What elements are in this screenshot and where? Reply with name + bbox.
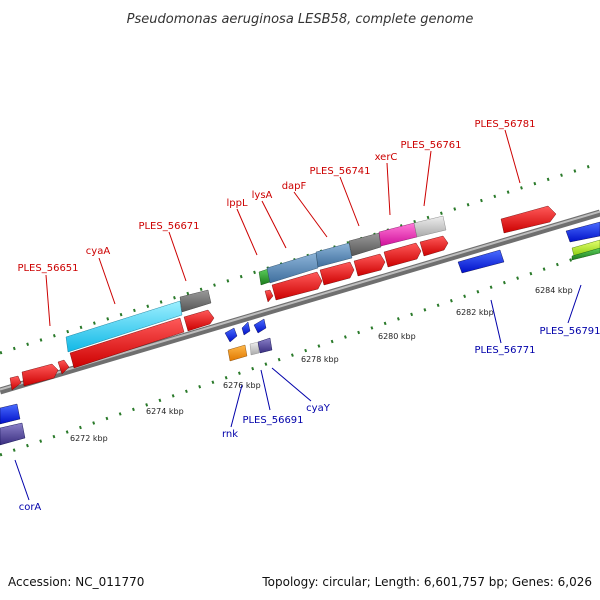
gene-red-long-6[interactable] <box>419 235 449 257</box>
gene-forward-small-3[interactable] <box>57 359 70 375</box>
tick-6280: 6280 kbp <box>378 332 416 341</box>
gene-cyaA[interactable] <box>65 300 183 353</box>
forward-genes <box>9 205 557 391</box>
label-PLES-56791[interactable]: PLES_56791 <box>539 326 600 337</box>
gene-blue-small-3[interactable] <box>253 318 267 334</box>
tick-6282: 6282 kbp <box>456 308 494 317</box>
label-PLES-56691[interactable]: PLES_56691 <box>242 415 303 426</box>
label-cyaY[interactable]: cyaY <box>306 403 331 414</box>
gene-cyaY[interactable] <box>257 337 273 354</box>
label-PLES-56761[interactable]: PLES_56761 <box>400 140 461 151</box>
tick-6278: 6278 kbp <box>301 355 339 364</box>
gene-red-long-5[interactable] <box>383 242 422 268</box>
gene-PLES-56791-lime[interactable] <box>571 239 600 257</box>
label-PLES-56671[interactable]: PLES_56671 <box>138 221 199 232</box>
label-rnk[interactable]: rnk <box>222 429 238 440</box>
label-cyaA[interactable]: cyaA <box>86 246 111 257</box>
reverse-leader-lines <box>14 284 582 501</box>
gene-corA-blue[interactable] <box>0 403 21 425</box>
label-xerC[interactable]: xerC <box>375 152 398 163</box>
tick-6284: 6284 kbp <box>535 286 573 295</box>
gene-PLES-56771[interactable] <box>457 249 505 274</box>
gene-PLES-56761[interactable] <box>413 215 447 238</box>
dotted-tracks <box>0 161 600 457</box>
label-PLES-56771[interactable]: PLES_56771 <box>474 345 535 356</box>
forward-gene-labels: PLES_56651 cyaA PLES_56671 lppL lysA dap… <box>17 119 535 274</box>
tick-6274: 6274 kbp <box>146 407 184 416</box>
gene-PLES-56781[interactable] <box>500 205 557 234</box>
gene-blue-small-2[interactable] <box>241 321 251 336</box>
label-lysA[interactable]: lysA <box>252 190 273 201</box>
gene-red-small-2[interactable] <box>264 289 274 303</box>
gene-rnk[interactable] <box>227 344 248 362</box>
gene-red-long-1[interactable] <box>69 317 185 369</box>
gene-dapF[interactable] <box>315 242 353 268</box>
gene-lysA[interactable] <box>266 252 319 284</box>
scale-ticks: 6272 kbp 6274 kbp 6276 kbp 6278 kbp 6280… <box>70 286 573 443</box>
map-title: Pseudomonas aeruginosa LESB58, complete … <box>127 12 474 27</box>
label-dapF[interactable]: dapF <box>282 181 307 192</box>
label-PLES-56781[interactable]: PLES_56781 <box>474 119 535 130</box>
label-corA[interactable]: corA <box>19 502 42 513</box>
label-PLES-56741[interactable]: PLES_56741 <box>309 166 370 177</box>
genome-backbone <box>0 209 600 395</box>
label-PLES-56651[interactable]: PLES_56651 <box>17 263 78 274</box>
gene-PLES-56741[interactable] <box>348 232 382 257</box>
gene-corA-navy[interactable] <box>0 422 26 446</box>
genome-summary: Topology: circular; Length: 6,601,757 bp… <box>261 575 592 589</box>
forward-leader-lines <box>45 129 521 327</box>
accession-text: Accession: NC_011770 <box>8 575 144 589</box>
tick-6272: 6272 kbp <box>70 434 108 443</box>
reverse-gene-labels: corA rnk PLES_56691 cyaY PLES_56771 PLES… <box>19 326 600 513</box>
gene-PLES-56791-blue[interactable] <box>565 221 600 243</box>
gene-xerC[interactable] <box>378 222 418 247</box>
label-lppL[interactable]: lppL <box>226 198 247 209</box>
reverse-genes <box>0 221 600 446</box>
gene-red-long-3[interactable] <box>319 261 355 286</box>
gene-red-long-2[interactable] <box>271 271 323 301</box>
gene-forward-small-1[interactable] <box>9 375 22 391</box>
gene-forward-small-2[interactable] <box>21 363 59 387</box>
gene-PLES-56791-green[interactable] <box>571 247 600 261</box>
gene-red-long-4[interactable] <box>353 253 386 277</box>
gene-plES-56671-box[interactable] <box>179 289 212 313</box>
gene-PLES-56691[interactable] <box>249 341 260 356</box>
gene-red-short-1[interactable] <box>183 309 215 332</box>
gene-blue-small-1[interactable] <box>224 327 238 343</box>
